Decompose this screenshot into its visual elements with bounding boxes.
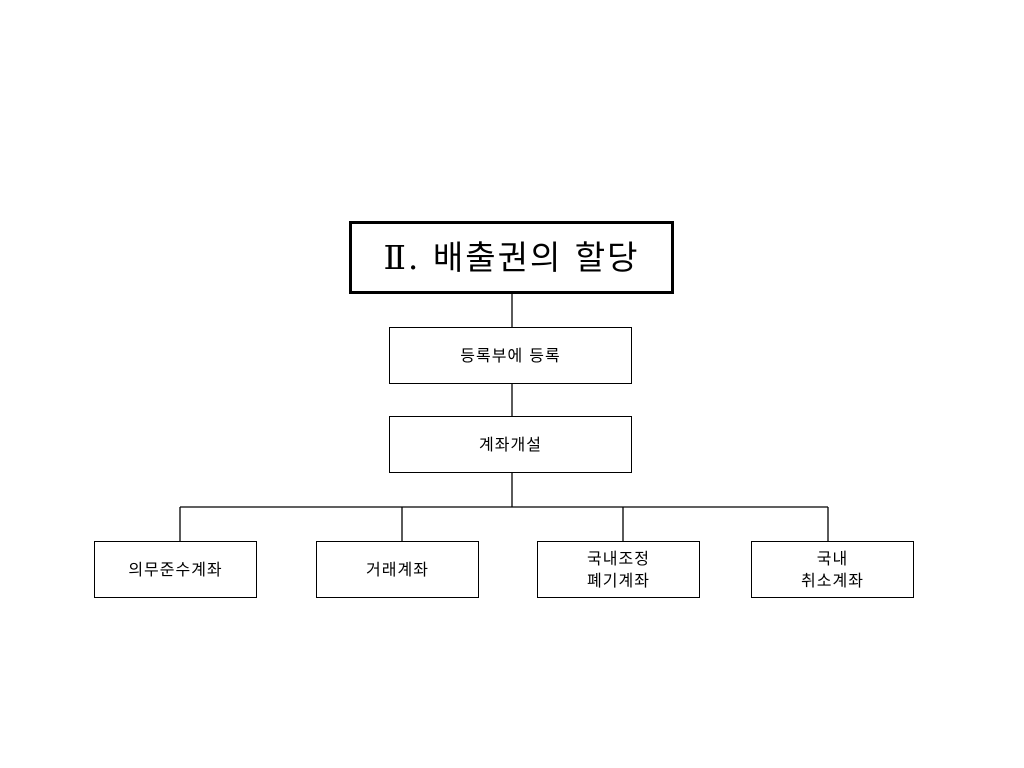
account-opening-label: 계좌개설	[479, 434, 542, 454]
compliance-account-box: 의무준수계좌	[94, 541, 257, 598]
compliance-account-label: 의무준수계좌	[128, 559, 223, 579]
account-opening-box: 계좌개설	[389, 416, 632, 473]
domestic-adjustment-retirement-account-box: 국내조정 폐기계좌	[537, 541, 700, 598]
trading-account-label: 거래계좌	[366, 559, 429, 579]
registry-registration-label: 등록부에 등록	[460, 345, 561, 365]
registry-registration-box: 등록부에 등록	[389, 327, 632, 384]
domestic-cancellation-account-box: 국내 취소계좌	[751, 541, 914, 598]
domestic-cancellation-account-label: 국내 취소계좌	[801, 548, 864, 590]
trading-account-box: 거래계좌	[316, 541, 479, 598]
diagram-title-box: Ⅱ. 배출권의 할당	[349, 221, 674, 294]
diagram-title: Ⅱ. 배출권의 할당	[383, 237, 640, 277]
domestic-adjustment-retirement-account-label: 국내조정 폐기계좌	[587, 548, 650, 590]
